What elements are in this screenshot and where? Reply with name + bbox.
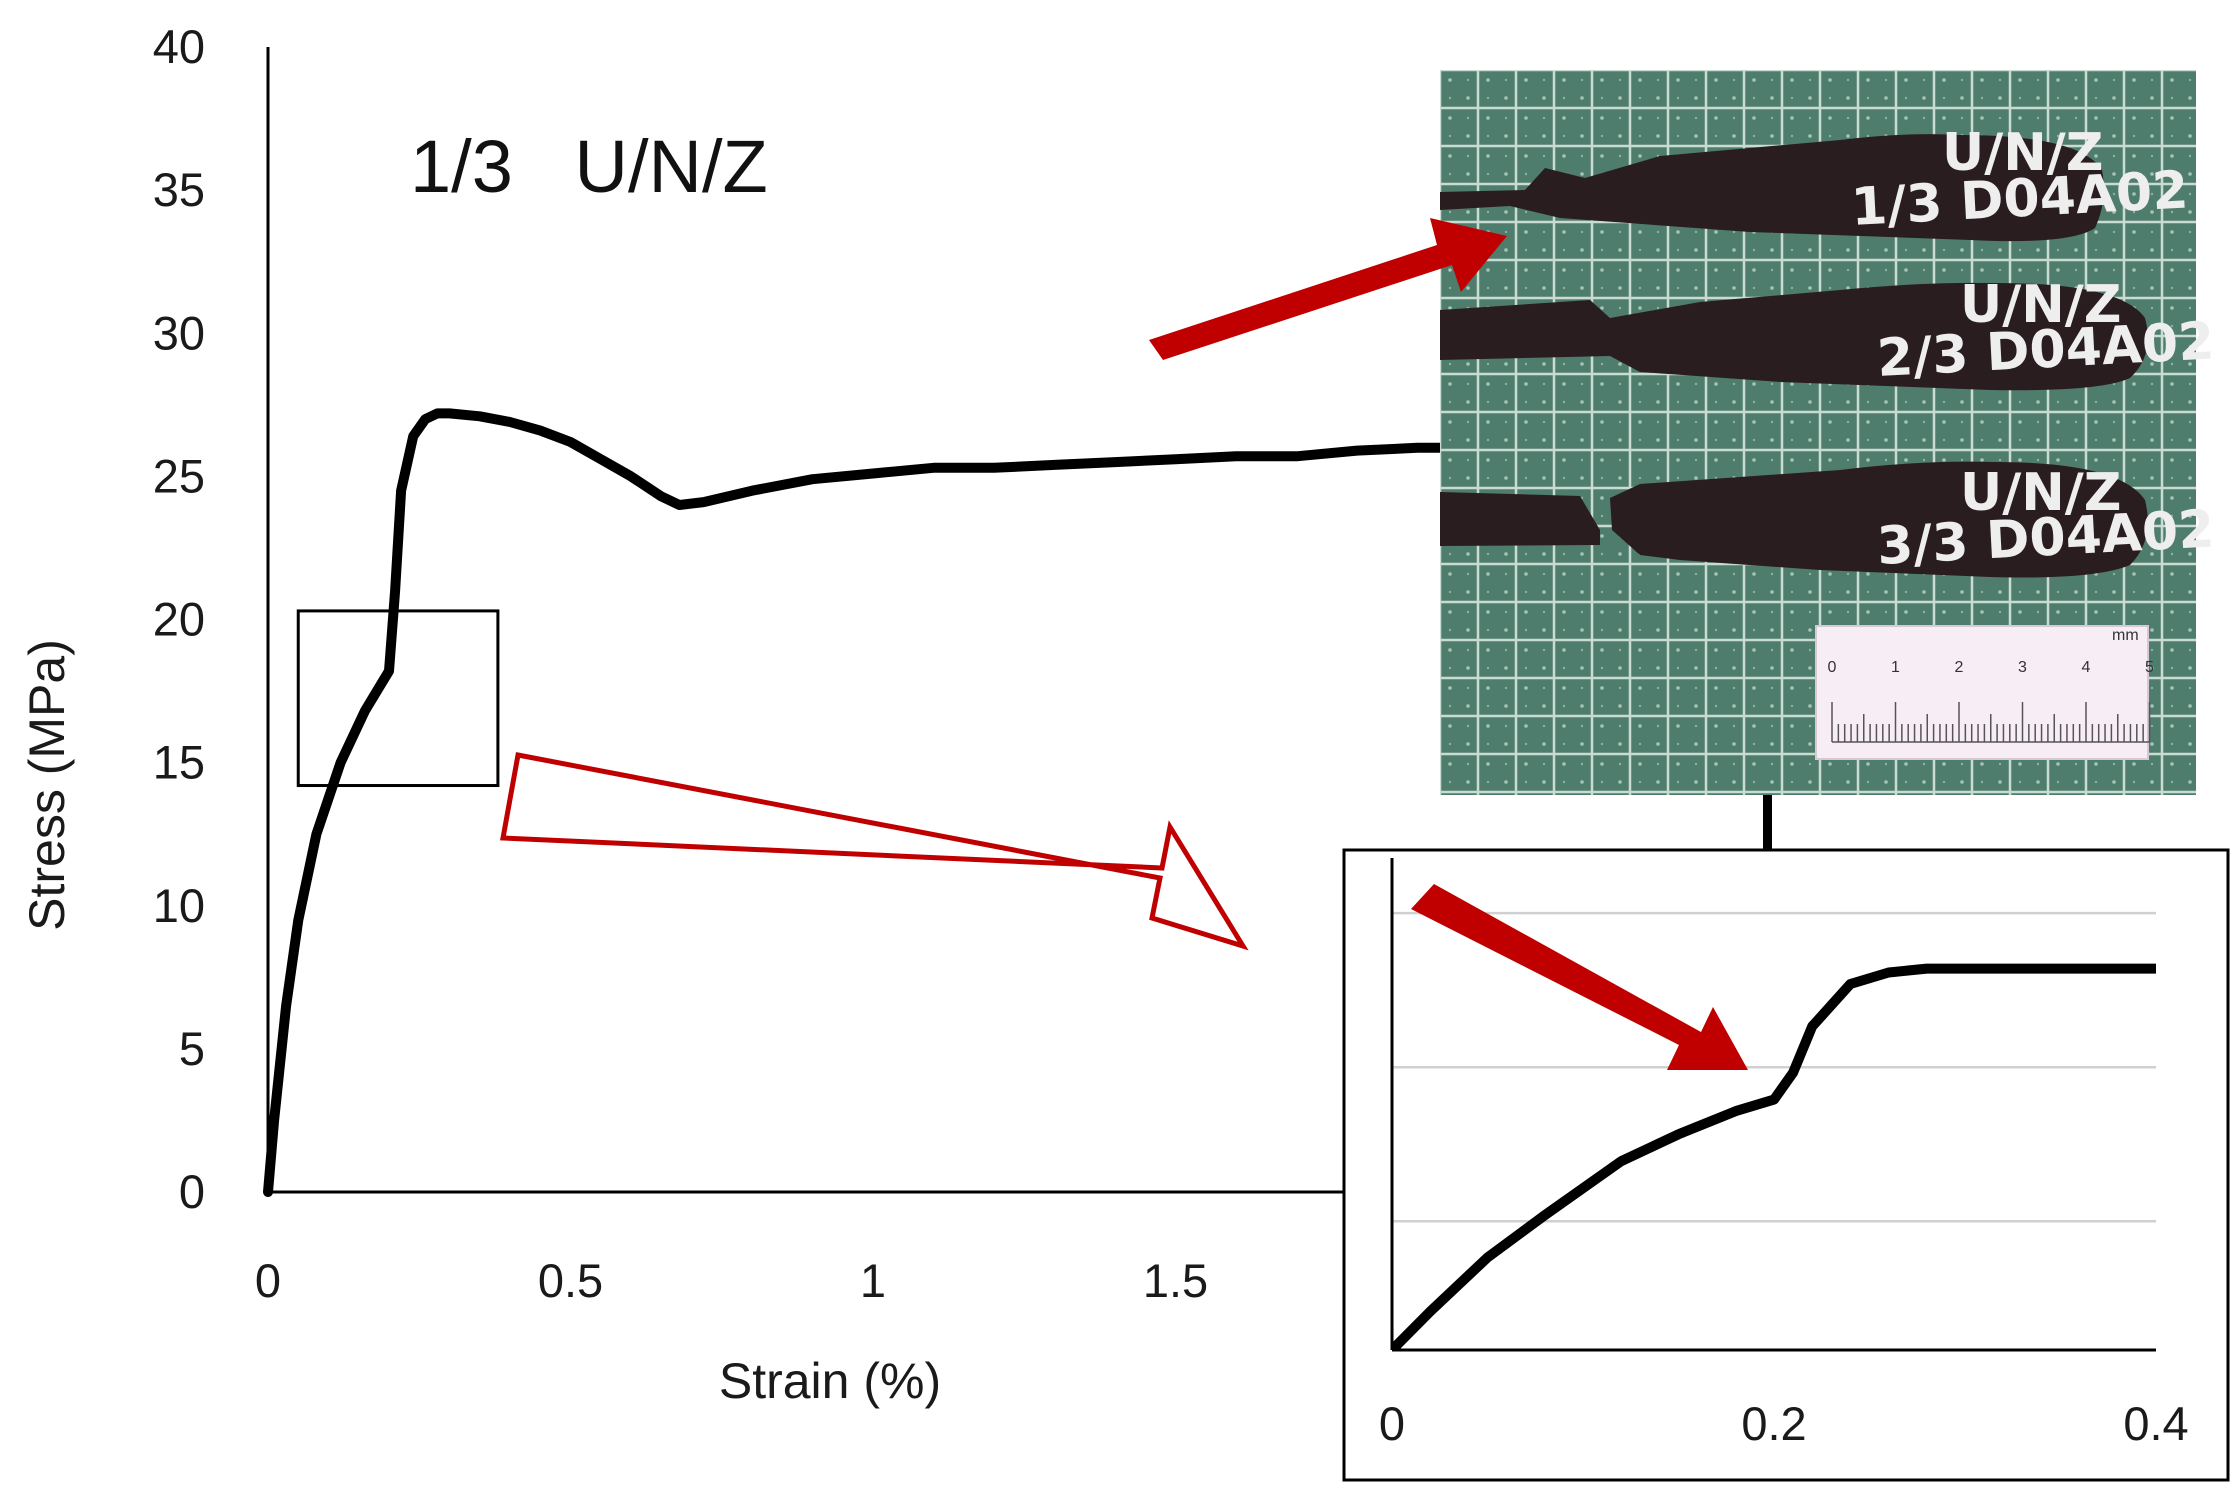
x-tick-label: 0 <box>255 1254 281 1307</box>
y-tick-label: 20 <box>153 593 205 646</box>
specimen-1-label-line1: U/N/Z <box>1942 123 2103 183</box>
inset-gridlines <box>1392 911 2156 1223</box>
specimen-photo: U/N/Z 1/3 D04A02 U/N/Z 2/3 D04A02 U/N/Z … <box>1440 70 2216 795</box>
x-tick-label: 0.5 <box>538 1254 603 1307</box>
specimen-3: U/N/Z 3/3 D04A02 <box>1440 461 2216 578</box>
inset-x-tick-labels: 0 0.2 0.4 <box>1379 1397 2189 1450</box>
photo-inset-connector <box>1763 795 1772 850</box>
arrow-to-photo <box>1149 218 1507 360</box>
inset-chart: 0 0.2 0.4 <box>1342 848 2230 1482</box>
y-tick-label: 30 <box>153 306 205 359</box>
x-tick-labels: 0 0.5 1 1.5 <box>255 1254 1208 1307</box>
y-tick-label: 10 <box>153 879 205 932</box>
ruler-tick-label: 4 <box>2082 659 2091 676</box>
y-tick-label: 35 <box>153 163 205 216</box>
inset-stress-strain-curve <box>1392 963 2156 1350</box>
y-axis-title: Stress (MPa) <box>19 639 75 931</box>
y-tick-label: 25 <box>153 449 205 502</box>
inset-x-tick-label: 0.4 <box>2123 1397 2188 1450</box>
ruler-tick-label: 5 <box>2145 659 2154 676</box>
specimen-2: U/N/Z 2/3 D04A02 <box>1440 275 2216 391</box>
specimen-2-label-line1: U/N/Z <box>1960 275 2121 335</box>
stress-strain-curve <box>263 408 1483 1197</box>
inset-x-tick-label: 0.2 <box>1741 1397 1806 1450</box>
ruler: mm 0 1 2 3 4 5 <box>1815 625 2154 760</box>
ruler-tick-label: 2 <box>1955 659 1964 676</box>
ruler-tick-label: 0 <box>1828 659 1837 676</box>
x-tick-label: 1.5 <box>1143 1254 1208 1307</box>
inset-frame <box>1342 848 2230 1482</box>
x-axis-title: Strain (%) <box>719 1353 941 1409</box>
x-tick-label: 1 <box>860 1254 886 1307</box>
ruler-ticks: 0 1 2 3 4 5 <box>1828 659 2154 743</box>
zoom-arrow-outline <box>500 752 1249 951</box>
specimen-annotation: 1/3 U/N/Z <box>410 125 768 208</box>
main-chart: 0 5 10 15 20 25 30 35 40 0 0.5 1 1.5 Strain (%) Str… <box>19 20 1560 1409</box>
ruler-tick-label: 3 <box>2018 659 2027 676</box>
y-tick-labels: 0 5 10 15 20 25 30 35 40 <box>153 20 205 1218</box>
y-tick-label: 40 <box>153 20 205 73</box>
specimen-3-label-line1: U/N/Z <box>1960 463 2121 523</box>
zoom-box <box>296 609 500 788</box>
arrow-to-inset <box>1411 884 1748 1070</box>
y-tick-label: 0 <box>179 1165 205 1218</box>
ruler-unit: mm <box>2112 627 2139 644</box>
y-tick-label: 5 <box>179 1022 205 1075</box>
y-tick-label: 15 <box>153 736 205 789</box>
inset-x-tick-label: 0 <box>1379 1397 1405 1450</box>
ruler-tick-label: 1 <box>1891 659 1900 676</box>
